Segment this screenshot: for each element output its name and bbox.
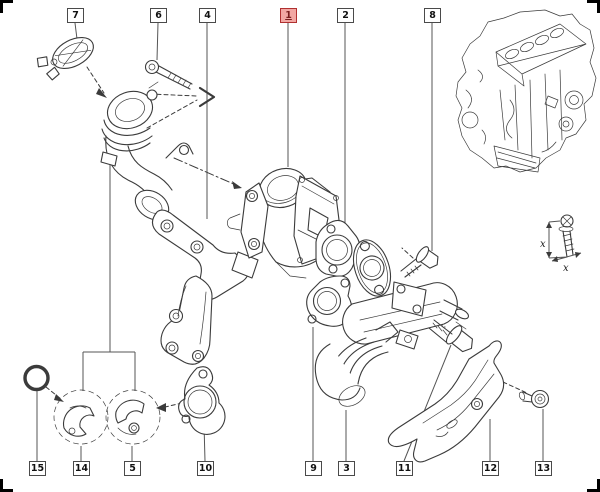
- part-heat-shield-12-drawing: [387, 340, 505, 463]
- part-cooler-flange-drawing: [352, 239, 392, 297]
- corner-mark-top-left: [0, 0, 14, 14]
- part-gasket-9-drawing: [306, 275, 353, 327]
- engine-reference-drawing: [455, 9, 597, 173]
- callout-6[interactable]: 6: [150, 8, 167, 23]
- callout-15[interactable]: 15: [29, 461, 46, 476]
- part-elbow-pipe-drawing: [100, 81, 194, 221]
- part-clamp-half-14-drawing: [53, 389, 109, 445]
- callout-12[interactable]: 12: [482, 461, 499, 476]
- part-bolt-11-drawing: [428, 319, 473, 353]
- callout-1-highlighted[interactable]: 1: [280, 8, 297, 23]
- callout-9[interactable]: 9: [305, 461, 322, 476]
- callout-7[interactable]: 7: [67, 8, 84, 23]
- part-egr-cooler-3-drawing: [314, 281, 470, 407]
- direction-chevron-icon: [198, 86, 216, 108]
- corner-mark-top-right: [586, 0, 600, 14]
- callout-8[interactable]: 8: [424, 8, 441, 23]
- callout-3[interactable]: 3: [338, 461, 355, 476]
- callout-11[interactable]: 11: [396, 461, 413, 476]
- callout-2[interactable]: 2: [337, 8, 354, 23]
- part-gasket-10-drawing: [178, 366, 226, 435]
- part-push-nut-13-drawing: [518, 389, 550, 409]
- screw-dimension-inset: x x: [540, 214, 582, 274]
- callout-5[interactable]: 5: [124, 461, 141, 476]
- callout-14[interactable]: 14: [73, 461, 90, 476]
- part-clamp-half-5-drawing: [105, 389, 161, 445]
- part-bolt-8-drawing: [400, 246, 439, 278]
- callout-10[interactable]: 10: [197, 461, 214, 476]
- corner-mark-bottom-left: [0, 478, 14, 492]
- corner-mark-bottom-right: [586, 478, 600, 492]
- part-hose-clamp-7-drawing: [36, 37, 94, 81]
- part-bracket-4-drawing: [151, 209, 259, 365]
- leader-lines: [36, 22, 544, 462]
- part-oring-15-drawing: [23, 364, 50, 392]
- part-gasket-2-drawing: [315, 219, 361, 277]
- callout-4[interactable]: 4: [199, 8, 216, 23]
- part-stud-6-drawing: [144, 59, 193, 90]
- callout-13[interactable]: 13: [535, 461, 552, 476]
- dimension-label-x-horizontal: x: [563, 263, 569, 274]
- dimension-label-x-vertical: x: [540, 239, 546, 250]
